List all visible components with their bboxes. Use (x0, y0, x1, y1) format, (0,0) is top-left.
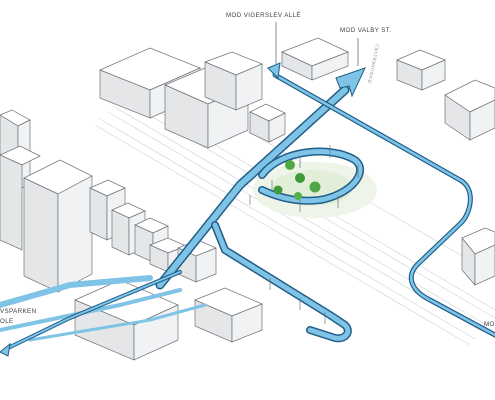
building-bottom-mid (194, 287, 263, 343)
arrow-up-right-icon (267, 62, 281, 80)
bridge-route (6, 72, 495, 350)
building-right-l-shape (444, 79, 495, 141)
building-top-right-1 (281, 37, 349, 81)
tree (273, 185, 283, 195)
label-vigerslev: MOD VIGERSLEV ALLÉ (226, 12, 301, 19)
building-top-right-2 (396, 49, 446, 91)
building-right-lower (461, 227, 495, 286)
label-park-1: VSPARKEN (0, 308, 36, 315)
building-left-back (0, 145, 41, 251)
label-street: RANUNKELVEJ (367, 43, 380, 83)
arrow-down-left-icon (0, 342, 11, 357)
bridge-pillars (249, 145, 359, 324)
building-top-gable (204, 51, 263, 111)
tree (294, 192, 302, 200)
label-park-2: OLE (0, 318, 14, 325)
label-right-edge: MO (484, 321, 495, 328)
label-valby: MOD VALBY ST. (340, 27, 391, 34)
building-left-tower (23, 159, 93, 293)
arrow-up-right-icon (335, 67, 366, 98)
building-bottom-left (74, 279, 179, 361)
tree (295, 173, 305, 183)
ground-route-light (0, 275, 207, 342)
tree (285, 160, 295, 170)
building-house (249, 103, 286, 143)
park-trees (273, 160, 321, 200)
tree (309, 181, 321, 193)
